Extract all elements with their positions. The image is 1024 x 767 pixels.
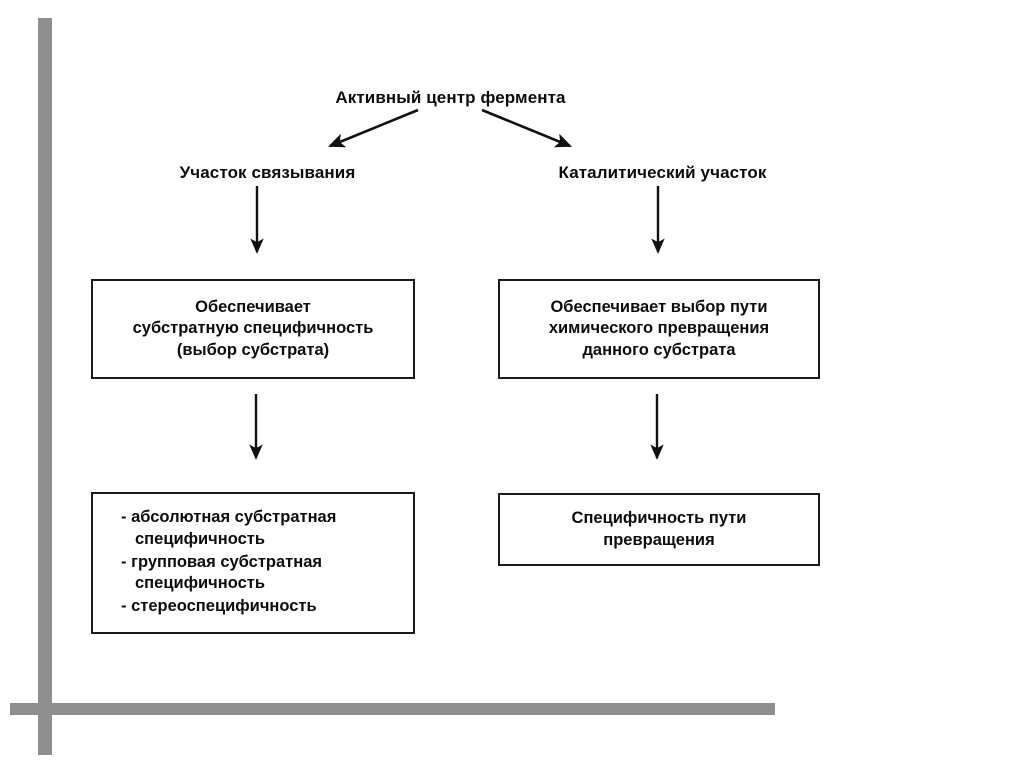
box-substrate-specificity-types: - абсолютная субстратная специфичность -…: [91, 492, 415, 634]
connector-catalytic-function-to-result-arrow: [650, 394, 664, 460]
connector-catalytic-to-function-arrow: [651, 186, 665, 254]
connector-binding-function-to-result-arrow: [249, 394, 263, 460]
box-catalytic-site-function-text: Обеспечивает выбор пути химического прев…: [548, 297, 770, 359]
substrate-specificity-list: - абсолютная субстратная специфичность -…: [93, 507, 413, 619]
list-item: - групповая субстратная специфичность: [121, 552, 323, 593]
decorative-horizontal-rule: [10, 703, 775, 715]
box-binding-site-function: Обеспечивает субстратную специфичность (…: [91, 279, 415, 379]
connector-root-fan-arrows: [328, 108, 572, 148]
list-item: - стереоспецифичность: [121, 597, 317, 616]
box-pathway-specificity: Специфичность пути превращения: [498, 493, 820, 566]
box-catalytic-site-function: Обеспечивает выбор пути химического прев…: [498, 279, 820, 379]
diagram-root-title: Активный центр фермента: [335, 88, 566, 107]
box-binding-site-function-text: Обеспечивает субстратную специфичность (…: [132, 297, 374, 359]
list-item: - абсолютная субстратная специфичность: [121, 508, 337, 548]
connector-binding-to-function-arrow: [250, 186, 264, 254]
box-pathway-specificity-text: Специфичность пути превращения: [571, 509, 747, 549]
branch-label-binding-site: Участок связывания: [179, 163, 356, 182]
decorative-vertical-rule: [38, 18, 52, 755]
branch-label-catalytic-site: Каталитический участок: [558, 163, 767, 182]
